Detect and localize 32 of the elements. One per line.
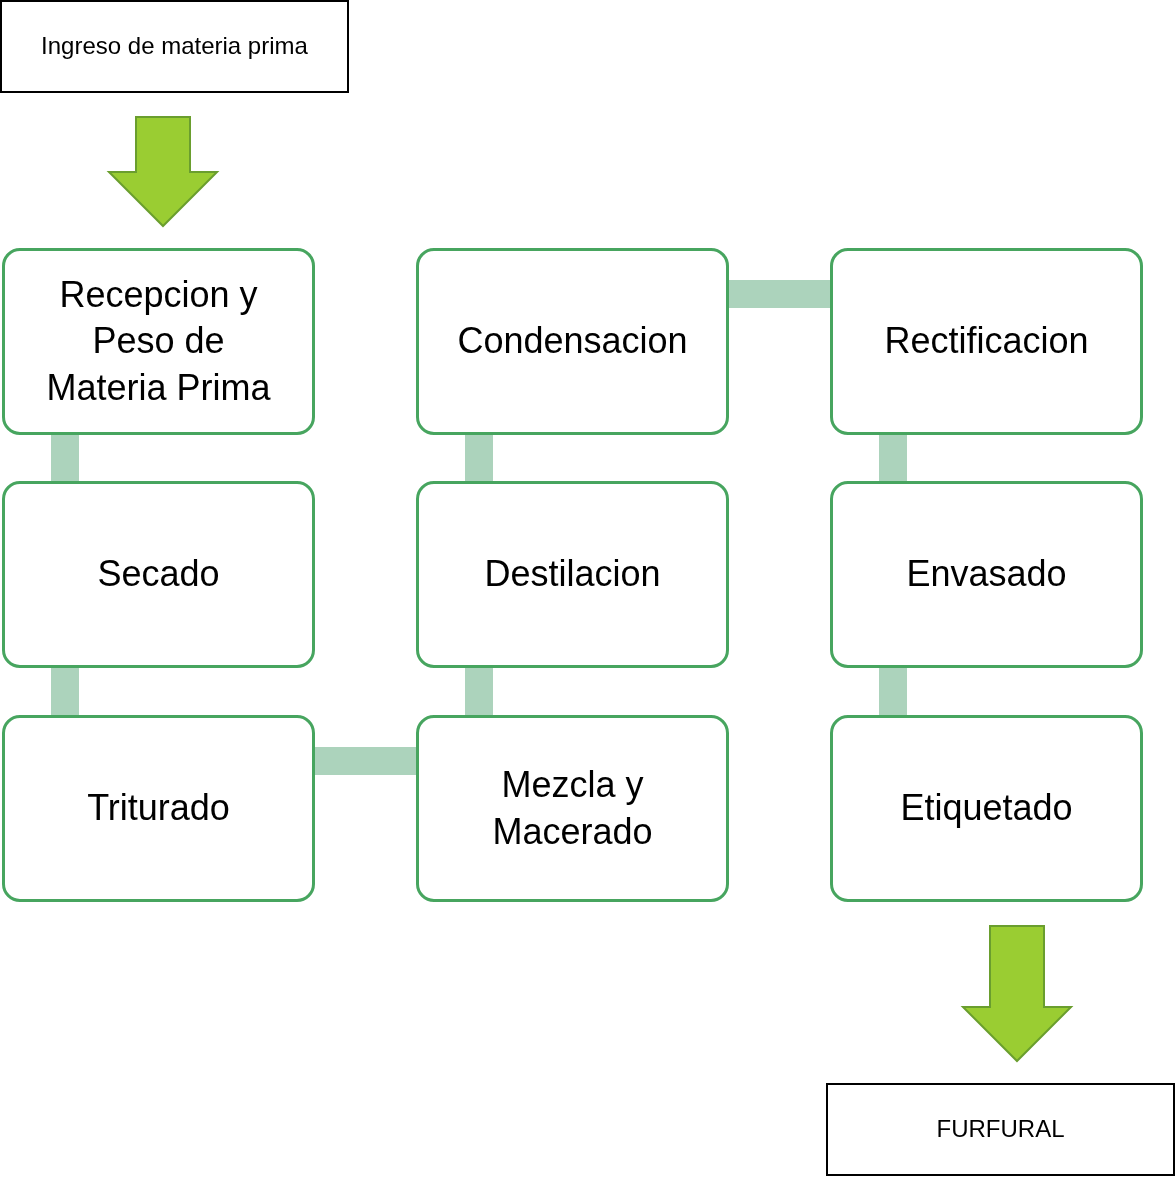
process-box bbox=[2, 715, 315, 902]
box-label: Ingreso de materia prima bbox=[41, 31, 308, 62]
box-label: Envasado bbox=[906, 552, 1067, 597]
box-label: Destilacion bbox=[484, 552, 661, 597]
terminal-box bbox=[0, 0, 349, 93]
process-box bbox=[416, 481, 729, 668]
process-box bbox=[830, 248, 1143, 435]
box-label: Etiquetado bbox=[900, 786, 1073, 831]
box-label: Rectificacion bbox=[884, 319, 1089, 364]
box-label: Secado bbox=[97, 552, 220, 597]
connector-bar bbox=[315, 747, 416, 775]
connector-bar bbox=[729, 280, 830, 308]
connector-bar bbox=[51, 435, 79, 481]
box-label: Condensacion bbox=[457, 319, 688, 364]
box-label: Mezcla y Macerado bbox=[491, 763, 654, 854]
process-box bbox=[416, 715, 729, 902]
block-arrow bbox=[960, 925, 1074, 1063]
block-arrow bbox=[106, 116, 220, 228]
connector-bar bbox=[465, 668, 493, 715]
process-box bbox=[416, 248, 729, 435]
box-label: FURFURAL bbox=[936, 1114, 1065, 1145]
connector-bar bbox=[465, 435, 493, 481]
connector-bar bbox=[879, 435, 907, 481]
process-box bbox=[830, 715, 1143, 902]
connector-bar bbox=[879, 668, 907, 715]
box-label: Recepcion y Peso de Materia Prima bbox=[45, 273, 272, 410]
connector-bar bbox=[51, 668, 79, 715]
process-box bbox=[2, 248, 315, 435]
process-box bbox=[830, 481, 1143, 668]
box-label: Triturado bbox=[87, 786, 230, 831]
process-box bbox=[2, 481, 315, 668]
terminal-box bbox=[826, 1083, 1175, 1176]
